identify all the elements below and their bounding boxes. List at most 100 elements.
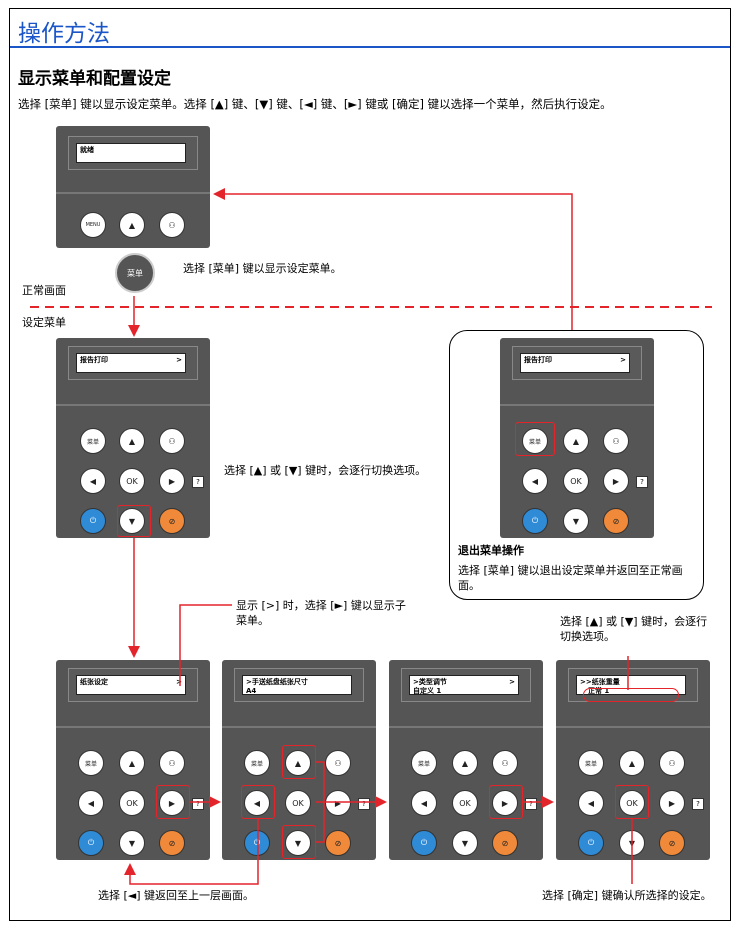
status-button[interactable]: ⚇: [325, 750, 351, 776]
left-button[interactable]: ◀: [244, 790, 270, 816]
ok-icon: OK: [126, 476, 138, 486]
panel-ready: 就绪 MENU ▲ ⚇: [56, 126, 210, 248]
stop-button[interactable]: ⊘: [659, 830, 685, 856]
right-button[interactable]: ▶: [603, 468, 629, 494]
people-icon: ⚇: [501, 758, 509, 768]
lcd-ready: 就绪: [76, 143, 186, 163]
intro-text: 选择 [菜单] 键以显示设定菜单。选择 [▲] 键、[▼] 键、[◄] 键、[►…: [18, 97, 612, 111]
help-icon: ?: [636, 476, 648, 488]
up-button[interactable]: ▲: [563, 428, 589, 454]
down-button[interactable]: ▼: [119, 830, 145, 856]
power-icon: ⏻: [420, 838, 428, 847]
help-icon: ?: [192, 476, 204, 488]
menu-button[interactable]: 菜单: [80, 428, 106, 454]
stop-button[interactable]: ⊘: [159, 830, 185, 856]
start-button[interactable]: ⏻: [522, 508, 548, 534]
start-button[interactable]: ⏻: [78, 830, 104, 856]
people-icon: ⚇: [334, 758, 342, 768]
lcd-exit: 报告打印>: [520, 353, 630, 373]
page-title: 操作方法: [18, 21, 110, 47]
menu-icon: 菜单: [127, 268, 143, 278]
triangle-up-icon: ▲: [294, 758, 302, 768]
ok-button[interactable]: OK: [119, 790, 145, 816]
triangle-up-icon: ▲: [572, 436, 580, 446]
status-button[interactable]: ⚇: [603, 428, 629, 454]
ok-button[interactable]: OK: [619, 790, 645, 816]
stop-button[interactable]: ⊘: [325, 830, 351, 856]
note-up-down-2: 选择 [▲] 或 [▼] 键时，会逐行切换选项。: [560, 615, 708, 643]
triangle-up-icon: ▲: [628, 758, 636, 768]
left-button[interactable]: ◀: [411, 790, 437, 816]
stop-button[interactable]: ⊘: [492, 830, 518, 856]
stop-button[interactable]: ⊘: [159, 508, 185, 534]
ok-button[interactable]: OK: [563, 468, 589, 494]
menu-button[interactable]: MENU: [80, 212, 106, 238]
help-icon: ?: [692, 798, 704, 810]
highlight-down: [117, 505, 151, 537]
highlight-up: [282, 745, 316, 779]
status-button[interactable]: ⚇: [159, 428, 185, 454]
down-button[interactable]: ▼: [452, 830, 478, 856]
status-button[interactable]: ⚇: [492, 750, 518, 776]
highlight-down-2: [282, 825, 316, 859]
triangle-right-icon: ▶: [612, 476, 620, 486]
highlight-left: [241, 785, 275, 819]
note-back: 选择 [◄] 键返回至上一层画面。: [98, 889, 255, 902]
highlight-menu: [515, 422, 555, 456]
up-button[interactable]: ▲: [285, 750, 311, 776]
menu-button[interactable]: 菜单: [411, 750, 437, 776]
start-button[interactable]: ⏻: [411, 830, 437, 856]
title-rule: [10, 46, 730, 48]
right-button[interactable]: ▶: [492, 790, 518, 816]
ok-icon: OK: [570, 476, 582, 486]
down-button[interactable]: ▼: [119, 508, 145, 534]
panel-exit: 报告打印> 菜单 ▲ ⚇ ◀ OK ▶ ? ⏻ ▼ ⊘: [500, 338, 654, 538]
triangle-up-icon: ▲: [128, 220, 136, 230]
menu-icon: 菜单: [584, 760, 597, 768]
note-submenu: 显示 [>] 时，选择 [►] 键以显示子菜单。: [236, 599, 406, 627]
triangle-left-icon: ◀: [87, 798, 95, 808]
menu-button[interactable]: 菜单: [522, 428, 548, 454]
right-button[interactable]: ▶: [325, 790, 351, 816]
right-button[interactable]: ▶: [159, 468, 185, 494]
status-button[interactable]: ⚇: [159, 750, 185, 776]
up-button[interactable]: ▲: [619, 750, 645, 776]
power-icon: ⏻: [253, 838, 261, 847]
left-button[interactable]: ◀: [78, 790, 104, 816]
people-icon: ⚇: [612, 436, 620, 446]
ok-button[interactable]: OK: [119, 468, 145, 494]
status-button[interactable]: ⚇: [159, 212, 185, 238]
lcd-paper: 纸张设定>: [76, 675, 186, 695]
triangle-down-icon: ▼: [294, 838, 302, 848]
stop-icon: ⊘: [612, 516, 620, 526]
ok-button[interactable]: OK: [452, 790, 478, 816]
down-button[interactable]: ▼: [285, 830, 311, 856]
status-button[interactable]: ⚇: [659, 750, 685, 776]
right-button[interactable]: ▶: [159, 790, 185, 816]
menu-icon: 菜单: [417, 760, 430, 768]
up-button[interactable]: ▲: [119, 212, 145, 238]
note-up-down: 选择 [▲] 或 [▼] 键时，会逐行切换选项。: [224, 464, 427, 477]
start-button[interactable]: ⏻: [80, 508, 106, 534]
menu-button[interactable]: 菜单: [578, 750, 604, 776]
ok-button[interactable]: OK: [285, 790, 311, 816]
menu-key-large[interactable]: 菜单: [115, 253, 155, 293]
stop-button[interactable]: ⊘: [603, 508, 629, 534]
up-button[interactable]: ▲: [452, 750, 478, 776]
menu-button[interactable]: 菜单: [78, 750, 104, 776]
left-button[interactable]: ◀: [80, 468, 106, 494]
ok-icon: OK: [292, 798, 304, 808]
start-button[interactable]: ⏻: [578, 830, 604, 856]
down-button[interactable]: ▼: [563, 508, 589, 534]
start-button[interactable]: ⏻: [244, 830, 270, 856]
stop-icon: ⊘: [334, 838, 342, 848]
triangle-down-icon: ▼: [572, 516, 580, 526]
right-button[interactable]: ▶: [659, 790, 685, 816]
power-icon: ⏻: [531, 516, 539, 525]
left-button[interactable]: ◀: [522, 468, 548, 494]
up-button[interactable]: ▲: [119, 750, 145, 776]
left-button[interactable]: ◀: [578, 790, 604, 816]
up-button[interactable]: ▲: [119, 428, 145, 454]
menu-button[interactable]: 菜单: [244, 750, 270, 776]
